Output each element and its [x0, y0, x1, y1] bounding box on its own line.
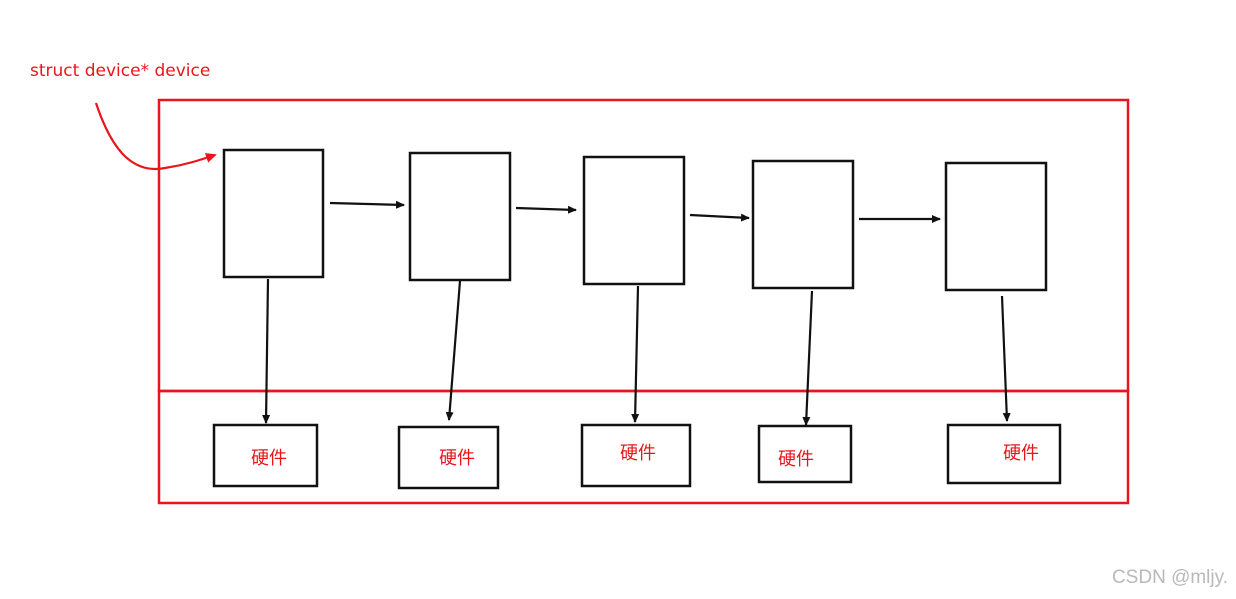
hardware-link-arrow: [262, 278, 271, 424]
hardware-link-arrow: [802, 290, 814, 426]
next-link-arrow: [329, 200, 405, 209]
device-node: [222, 148, 325, 279]
hardware-link-arrow: [631, 285, 640, 423]
hardware-box: 硬件: [212, 423, 319, 488]
hardware-box: 硬件: [757, 424, 853, 484]
device-node: [944, 161, 1048, 292]
hardware-label: 硬件: [620, 443, 656, 464]
hardware-box: 硬件: [580, 423, 692, 488]
hardware-link-arrow: [1000, 295, 1011, 422]
pointer-arrow: [94, 102, 217, 171]
next-link-arrow: [689, 213, 750, 222]
hardware-box: 硬件: [397, 425, 500, 490]
hardware-label: 硬件: [251, 448, 287, 469]
device-node: [582, 155, 686, 286]
device-node: [408, 151, 512, 282]
device-node: [751, 159, 855, 290]
hardware-label: 硬件: [439, 448, 475, 469]
watermark: CSDN @mljy.: [1111, 567, 1228, 588]
pointer-label: struct device* device: [30, 61, 210, 81]
hardware-link-arrow: [445, 280, 462, 421]
next-link-arrow: [515, 205, 577, 214]
hardware-box: 硬件: [946, 423, 1062, 485]
hardware-region: [157, 389, 1130, 505]
hardware-label: 硬件: [1003, 443, 1039, 464]
hardware-label: 硬件: [778, 449, 814, 470]
